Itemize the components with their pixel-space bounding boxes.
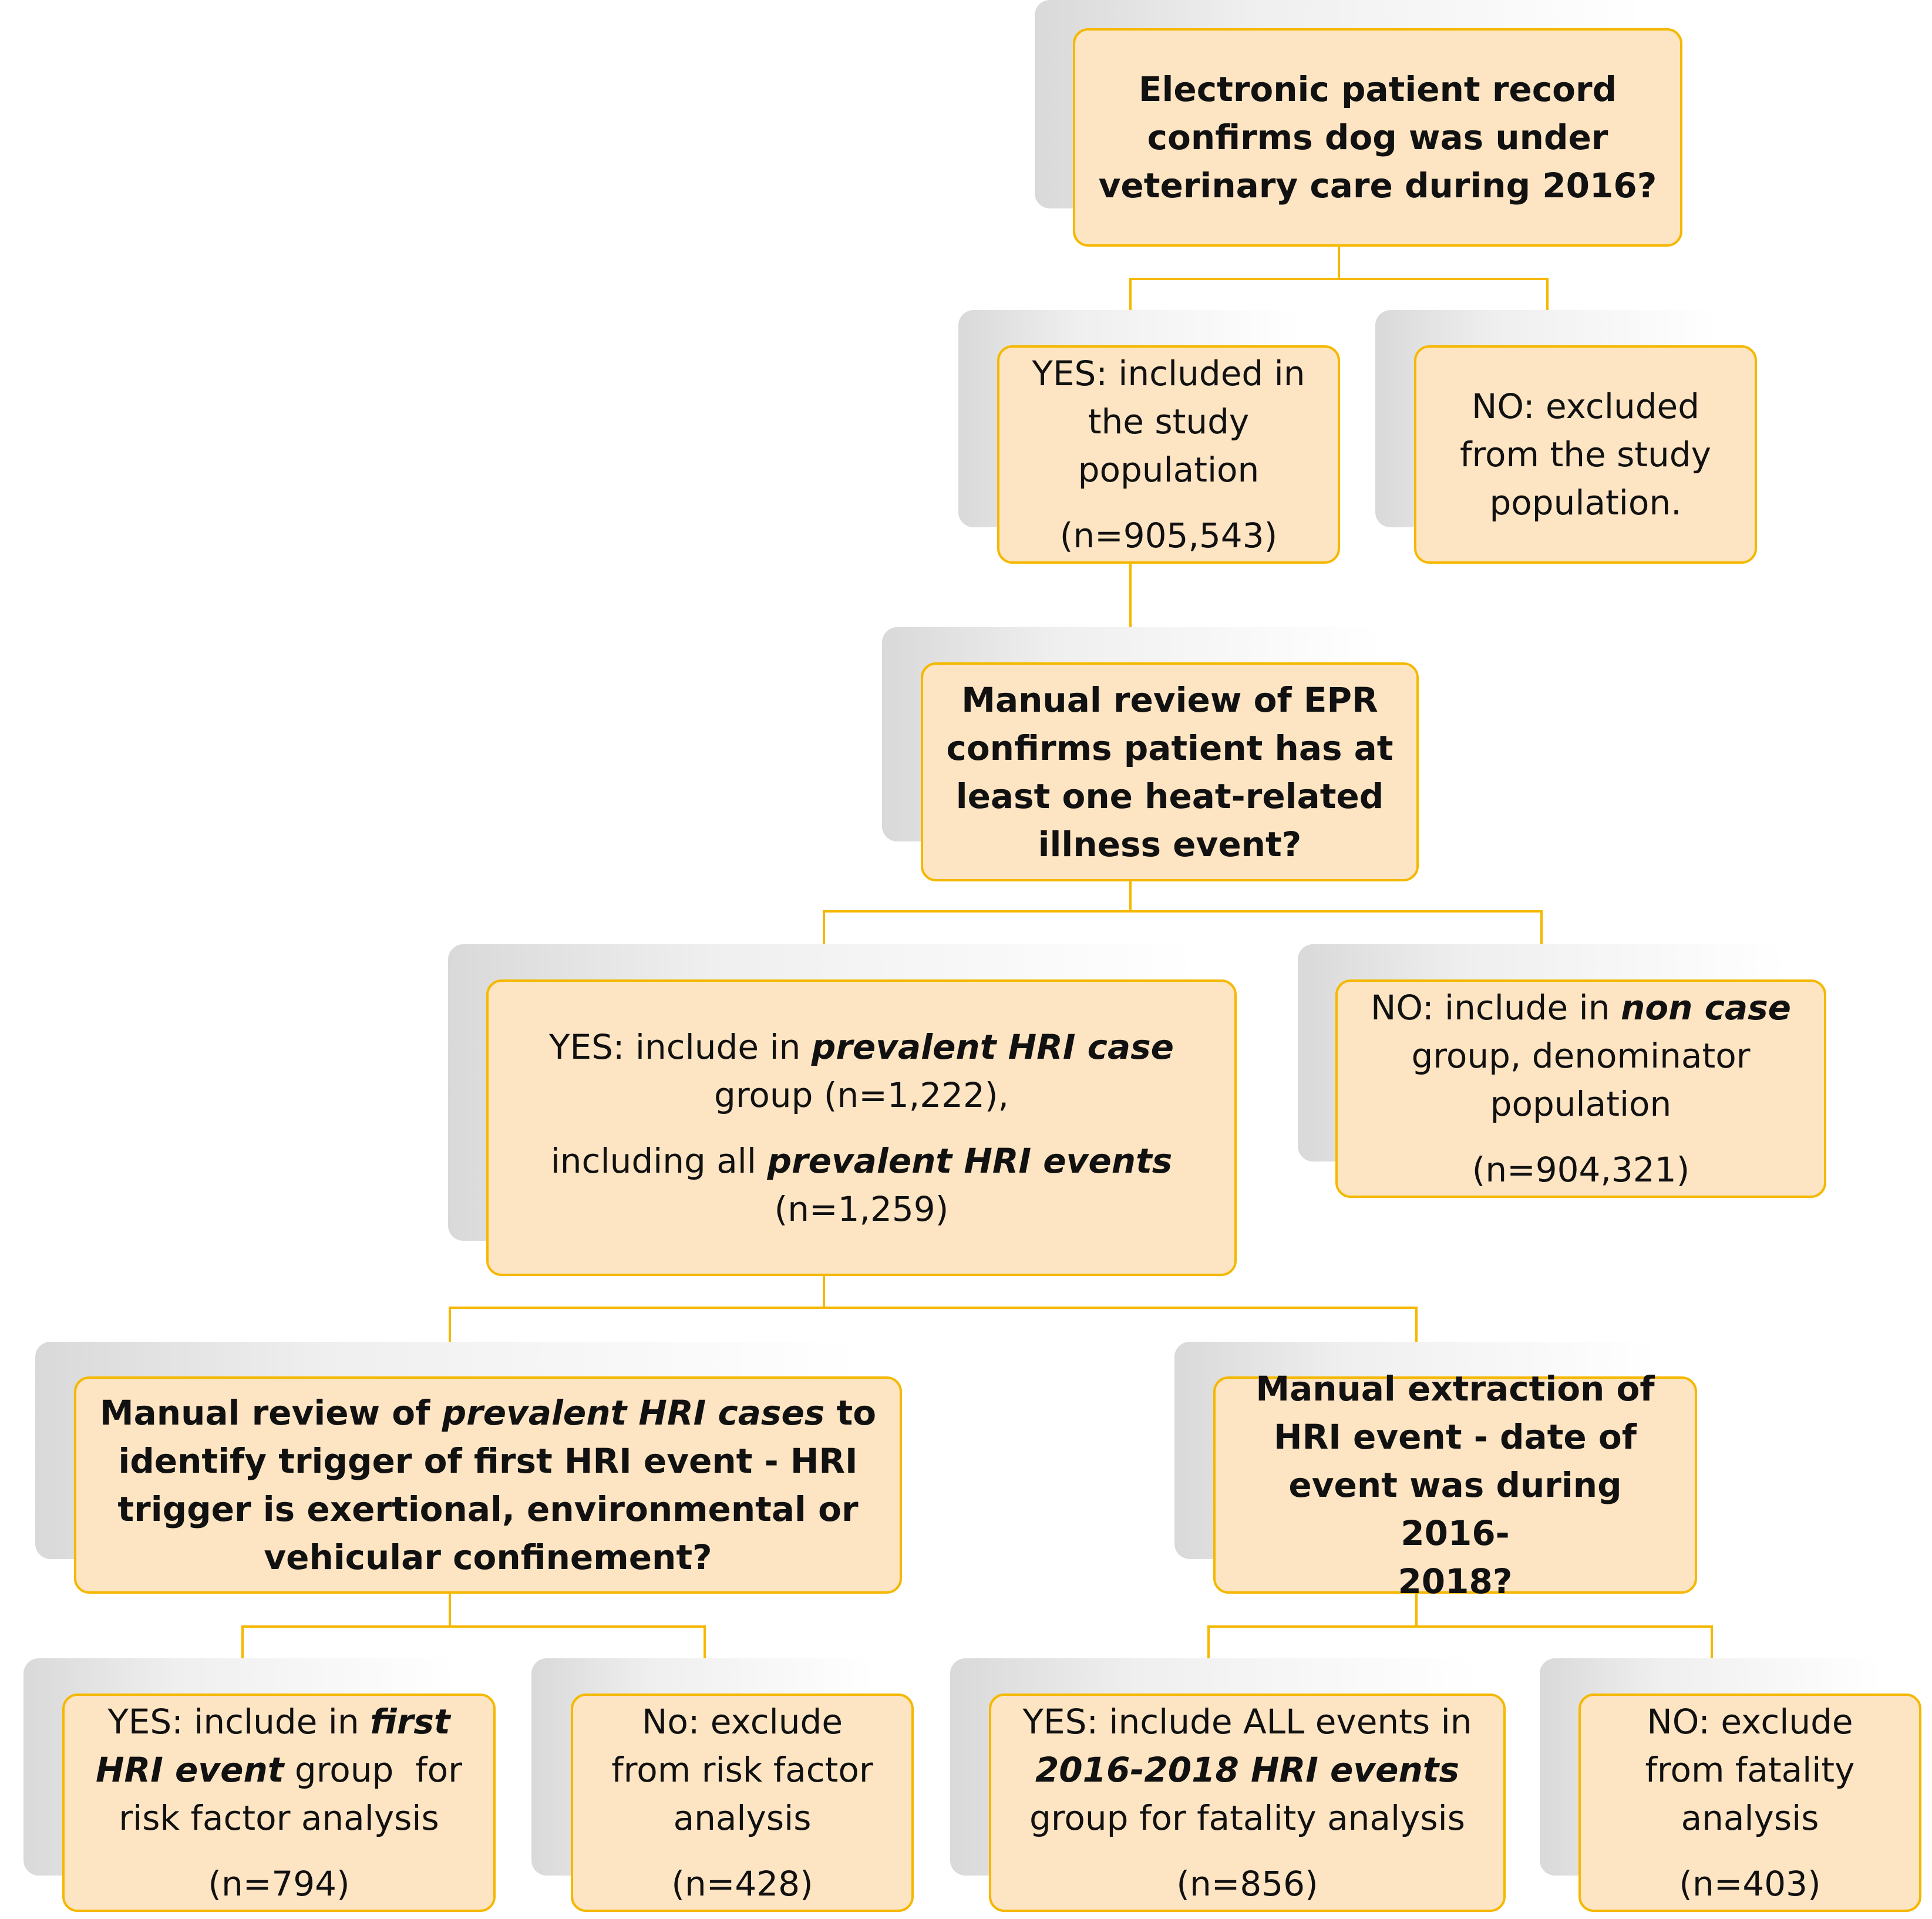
yes-box-prevalent-hri: YES: include in prevalent HRI case group… bbox=[486, 979, 1237, 1276]
box-text-line: Manual extraction of bbox=[1256, 1369, 1655, 1409]
box-text-line: HRI event group for bbox=[96, 1746, 462, 1794]
box-text-line: NO: exclude bbox=[1647, 1702, 1853, 1742]
text-fragment: to bbox=[824, 1393, 877, 1433]
box-text-line: identify trigger of first HRI event - HR… bbox=[118, 1441, 858, 1481]
box-text-line: veterinary care during 2016? bbox=[1098, 166, 1657, 206]
text-fragment: Manual review of bbox=[99, 1393, 442, 1433]
emphasis-text: HRI event bbox=[96, 1750, 284, 1790]
emphasis-text: prevalent HRI events bbox=[767, 1140, 1173, 1181]
box-text-line: 2018? bbox=[1398, 1561, 1513, 1601]
text-fragment: including all bbox=[550, 1140, 768, 1181]
box-text-line: NO: excluded bbox=[1471, 386, 1700, 426]
box-text-line: the study bbox=[1088, 402, 1250, 442]
count-label: (n=856) bbox=[1176, 1864, 1318, 1904]
box-text-line: YES: include ALL events in bbox=[1022, 1702, 1472, 1742]
text-fragment: YES: include in bbox=[549, 1026, 812, 1067]
no-box-excluded: NO: excluded from the study population. bbox=[1414, 345, 1757, 564]
box-text-line: YES: included in bbox=[1032, 354, 1305, 393]
yes-box-first-hri-event: YES: include in first HRI event group fo… bbox=[62, 1694, 496, 1912]
box-text-line: group (n=1,222), bbox=[714, 1075, 1009, 1115]
emphasis-text: 2016-2018 HRI events bbox=[1035, 1750, 1460, 1790]
box-text-line: NO: include in non case bbox=[1371, 984, 1791, 1032]
count-label: (n=905,543) bbox=[1059, 516, 1278, 556]
box-text-line: least one heat-related bbox=[955, 776, 1384, 816]
text-fragment: NO: include in bbox=[1371, 988, 1621, 1028]
text-fragment: group for bbox=[284, 1750, 462, 1790]
box-text-line: group for fatality analysis bbox=[1029, 1798, 1465, 1838]
count-label: (n=403) bbox=[1679, 1864, 1821, 1904]
box-text-line: vehicular confinement? bbox=[264, 1537, 712, 1577]
emphasis-text: prevalent HRI case bbox=[811, 1026, 1174, 1067]
count-label: (n=794) bbox=[208, 1864, 350, 1904]
no-box-non-case: NO: include in non case group, denominat… bbox=[1335, 979, 1826, 1198]
question-box-hri-event: Manual review of EPR confirms patient ha… bbox=[921, 662, 1419, 881]
count-label: (n=428) bbox=[671, 1864, 813, 1904]
box-text-line: analysis bbox=[673, 1798, 812, 1838]
no-box-exclude-risk: No: exclude from risk factor analysis (n… bbox=[571, 1694, 914, 1912]
box-text-line: including all prevalent HRI events bbox=[551, 1137, 1173, 1185]
box-text-line: illness event? bbox=[1038, 824, 1302, 864]
no-box-exclude-fatality: NO: exclude from fatality analysis (n=40… bbox=[1578, 1694, 1921, 1912]
yes-box-study-population: YES: included in the study population (n… bbox=[997, 345, 1340, 564]
yes-box-fatality-analysis: YES: include ALL events in 2016-2018 HRI… bbox=[989, 1694, 1506, 1912]
box-text-line: YES: include in first bbox=[107, 1698, 450, 1746]
question-box-vet-care: Electronic patient record confirms dog w… bbox=[1073, 28, 1682, 247]
box-text-line: trigger is exertional, environmental or bbox=[117, 1489, 859, 1529]
box-text-line: population bbox=[1078, 450, 1260, 490]
box-text-line: from fatality bbox=[1645, 1750, 1855, 1790]
text-fragment: YES: include in bbox=[107, 1702, 371, 1742]
count-label: (n=1,259) bbox=[774, 1189, 949, 1229]
box-text-line: confirms patient has at bbox=[946, 728, 1394, 768]
count-label: (n=904,321) bbox=[1472, 1150, 1690, 1190]
box-text-line: confirms dog was under bbox=[1147, 117, 1608, 157]
box-text-line: population bbox=[1490, 1084, 1672, 1124]
box-text-line: population. bbox=[1489, 483, 1682, 523]
box-text-line: Electronic patient record bbox=[1138, 69, 1617, 109]
box-text-line: event was during 2016- bbox=[1288, 1465, 1622, 1553]
box-text-line: Manual review of prevalent HRI cases to bbox=[100, 1389, 876, 1437]
box-text-line: analysis bbox=[1681, 1798, 1819, 1838]
box-text-line: Manual review of EPR bbox=[961, 679, 1378, 720]
box-text-line: from risk factor bbox=[611, 1750, 873, 1790]
question-box-event-date: Manual extraction of HRI event - date of… bbox=[1213, 1369, 1697, 1601]
box-text-line: HRI event - date of bbox=[1274, 1417, 1637, 1457]
question-box-hri-trigger: Manual review of prevalent HRI cases to … bbox=[74, 1376, 902, 1594]
box-text-line: group, denominator bbox=[1411, 1036, 1751, 1076]
emphasis-text: non case bbox=[1620, 988, 1791, 1028]
emphasis-text: first bbox=[370, 1702, 450, 1742]
box-text-line: No: exclude bbox=[641, 1702, 843, 1742]
box-text-line: YES: include in prevalent HRI case bbox=[549, 1023, 1174, 1071]
emphasis-text: prevalent HRI cases bbox=[442, 1393, 825, 1433]
box-text-line: from the study bbox=[1460, 435, 1711, 474]
box-text-line: risk factor analysis bbox=[119, 1798, 439, 1838]
